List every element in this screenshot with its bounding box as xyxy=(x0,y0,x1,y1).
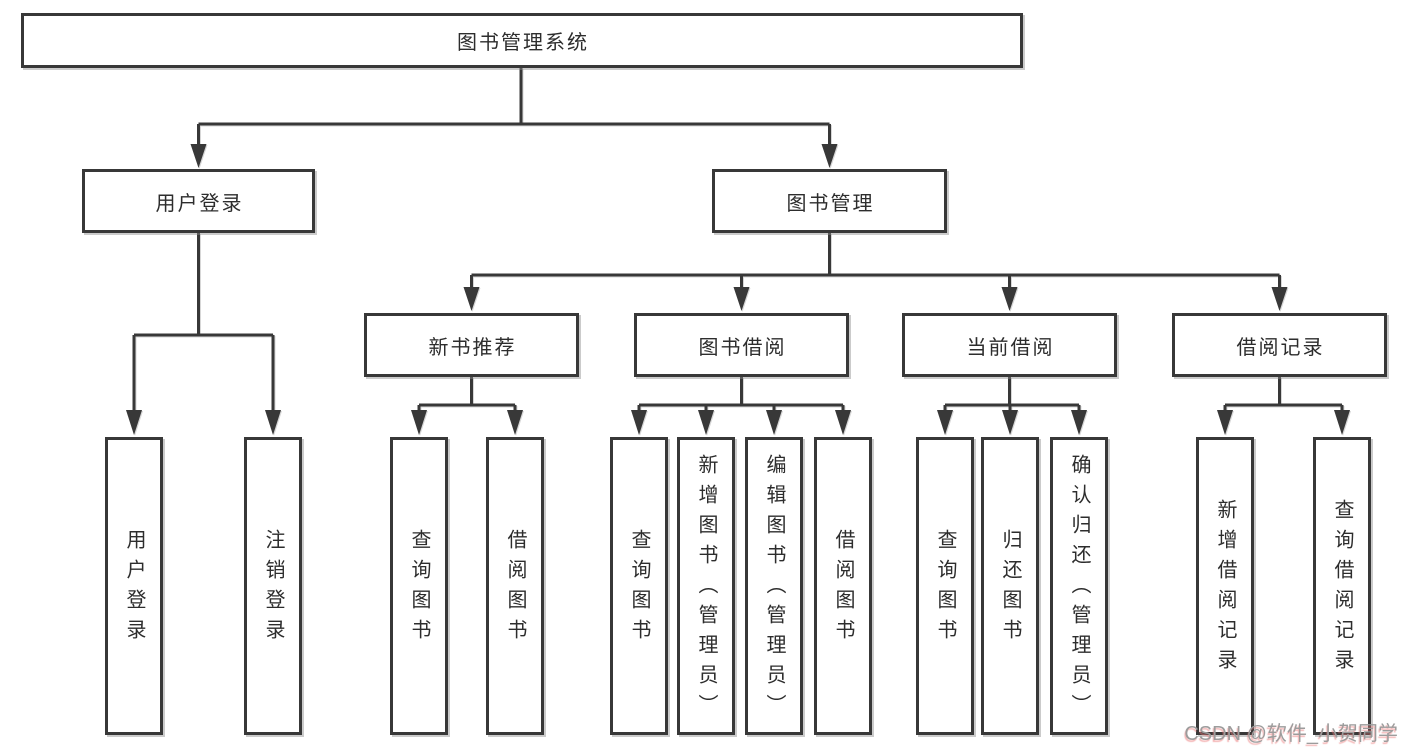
leaf-logout-login: 注销登录 xyxy=(244,437,302,735)
node-label: 新书推荐 xyxy=(428,336,517,359)
node-label: 借阅记录 xyxy=(1236,336,1325,359)
node-current-borrowing: 当前借阅 xyxy=(902,313,1117,377)
leaf-query-borrow-record: 查询借阅记录 xyxy=(1313,437,1371,735)
leaf-add-books-admin: 新增图书（管理员） xyxy=(677,437,735,735)
connector-bookborrow-to-leaves xyxy=(637,377,845,412)
leaf-edit-books-admin: 编辑图书（管理员） xyxy=(745,437,803,735)
connector-userlogin-to-leaves xyxy=(132,233,275,412)
node-label: 查询借阅记录 xyxy=(1331,499,1353,679)
node-label: 用户登录 xyxy=(155,192,244,215)
node-label: 用户登录 xyxy=(123,529,145,649)
node-label: 新增借阅记录 xyxy=(1214,499,1236,679)
node-label: 图书借阅 xyxy=(698,336,787,359)
node-book-management: 图书管理 xyxy=(712,169,947,233)
node-label: 查询图书 xyxy=(408,529,430,649)
leaf-confirm-return-admin: 确认归还（管理员） xyxy=(1050,437,1108,735)
node-label: 图书管理 xyxy=(786,192,875,215)
node-book-borrowing: 图书借阅 xyxy=(634,313,849,377)
node-label: 新增图书（管理员） xyxy=(695,454,717,724)
leaf-user-login: 用户登录 xyxy=(105,437,163,735)
leaf-query-books-borrowing: 查询图书 xyxy=(610,437,668,735)
arrowheads xyxy=(126,144,1350,435)
leaf-query-books-current: 查询图书 xyxy=(916,437,974,735)
leaf-return-books: 归还图书 xyxy=(981,437,1039,735)
node-label: 归还图书 xyxy=(999,529,1021,649)
leaf-borrow-books-recommend: 借阅图书 xyxy=(486,437,544,735)
leaf-borrow-books-borrowing: 借阅图书 xyxy=(814,437,872,735)
leaf-add-borrow-record: 新增借阅记录 xyxy=(1196,437,1254,735)
connector-bookmanagement-to-level3 xyxy=(470,233,1281,289)
node-label: 图书管理系统 xyxy=(457,32,589,54)
node-new-book-recommendation: 新书推荐 xyxy=(364,313,579,377)
node-user-login: 用户登录 xyxy=(82,169,315,233)
node-label: 借阅图书 xyxy=(504,529,526,649)
node-label: 借阅图书 xyxy=(832,529,854,649)
node-label: 注销登录 xyxy=(262,529,284,649)
connector-newbook-to-leaves xyxy=(417,377,517,412)
node-library-management-system: 图书管理系统 xyxy=(21,13,1023,68)
connector-root-to-level2 xyxy=(197,68,831,146)
leaf-query-books-recommend: 查询图书 xyxy=(390,437,448,735)
node-borrowing-records: 借阅记录 xyxy=(1172,313,1387,377)
csdn-watermark: CSDN @软件_小贺同学 xyxy=(1184,723,1398,745)
node-label: 当前借阅 xyxy=(966,336,1055,359)
node-label: 编辑图书（管理员） xyxy=(763,454,785,724)
connector-borrowrecords-to-leaves xyxy=(1223,377,1344,412)
connector-currentborrow-to-leaves xyxy=(943,377,1081,412)
node-label: 确认归还（管理员） xyxy=(1068,454,1090,724)
node-label: 查询图书 xyxy=(628,529,650,649)
node-label: 查询图书 xyxy=(934,529,956,649)
